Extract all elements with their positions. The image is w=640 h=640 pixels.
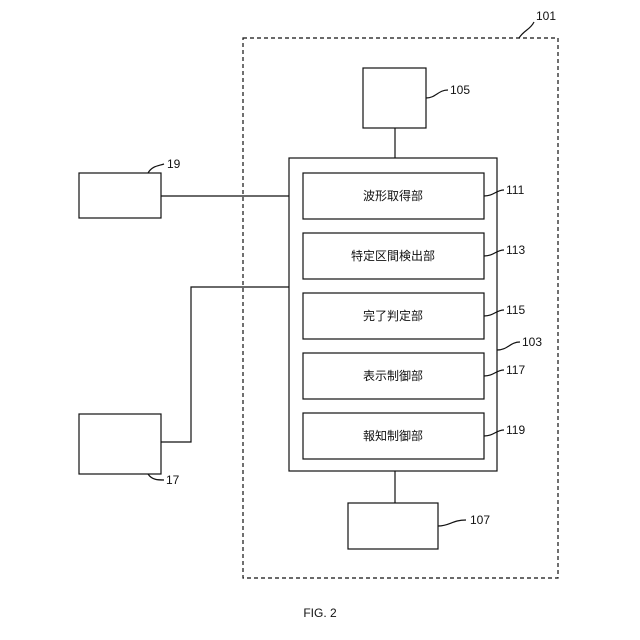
processor-ref-leader (497, 342, 520, 350)
unit-label: 表示制御部 (363, 368, 423, 383)
bottom-block-ref: 107 (470, 513, 490, 527)
unit-ref: 115 (506, 303, 525, 317)
top-block-ref: 105 (450, 83, 470, 97)
external-bottom-connector (161, 287, 289, 442)
unit-ref: 111 (506, 183, 525, 197)
processor-ref: 103 (522, 335, 542, 349)
top-block-ref-leader (426, 90, 448, 98)
figure-caption: FIG. 2 (303, 606, 337, 620)
unit-ref: 113 (506, 243, 525, 257)
device-ref-leader (519, 22, 534, 38)
unit-ref: 119 (506, 423, 525, 437)
external-top-ref-leader (148, 164, 164, 173)
unit-ref: 117 (506, 363, 525, 377)
unit-label: 報知制御部 (363, 428, 423, 443)
unit-label: 完了判定部 (363, 308, 423, 323)
unit-label: 特定区間検出部 (351, 248, 435, 263)
external-block-bottom (79, 414, 161, 474)
external-bottom-ref-leader (148, 474, 164, 480)
device-ref: 101 (536, 9, 556, 23)
top-block (363, 68, 426, 128)
external-block-top (79, 173, 161, 218)
bottom-block-ref-leader (438, 520, 466, 526)
external-top-ref: 19 (167, 157, 181, 171)
unit-label: 波形取得部 (363, 188, 423, 203)
bottom-block (348, 503, 438, 549)
external-bottom-ref: 17 (166, 473, 180, 487)
